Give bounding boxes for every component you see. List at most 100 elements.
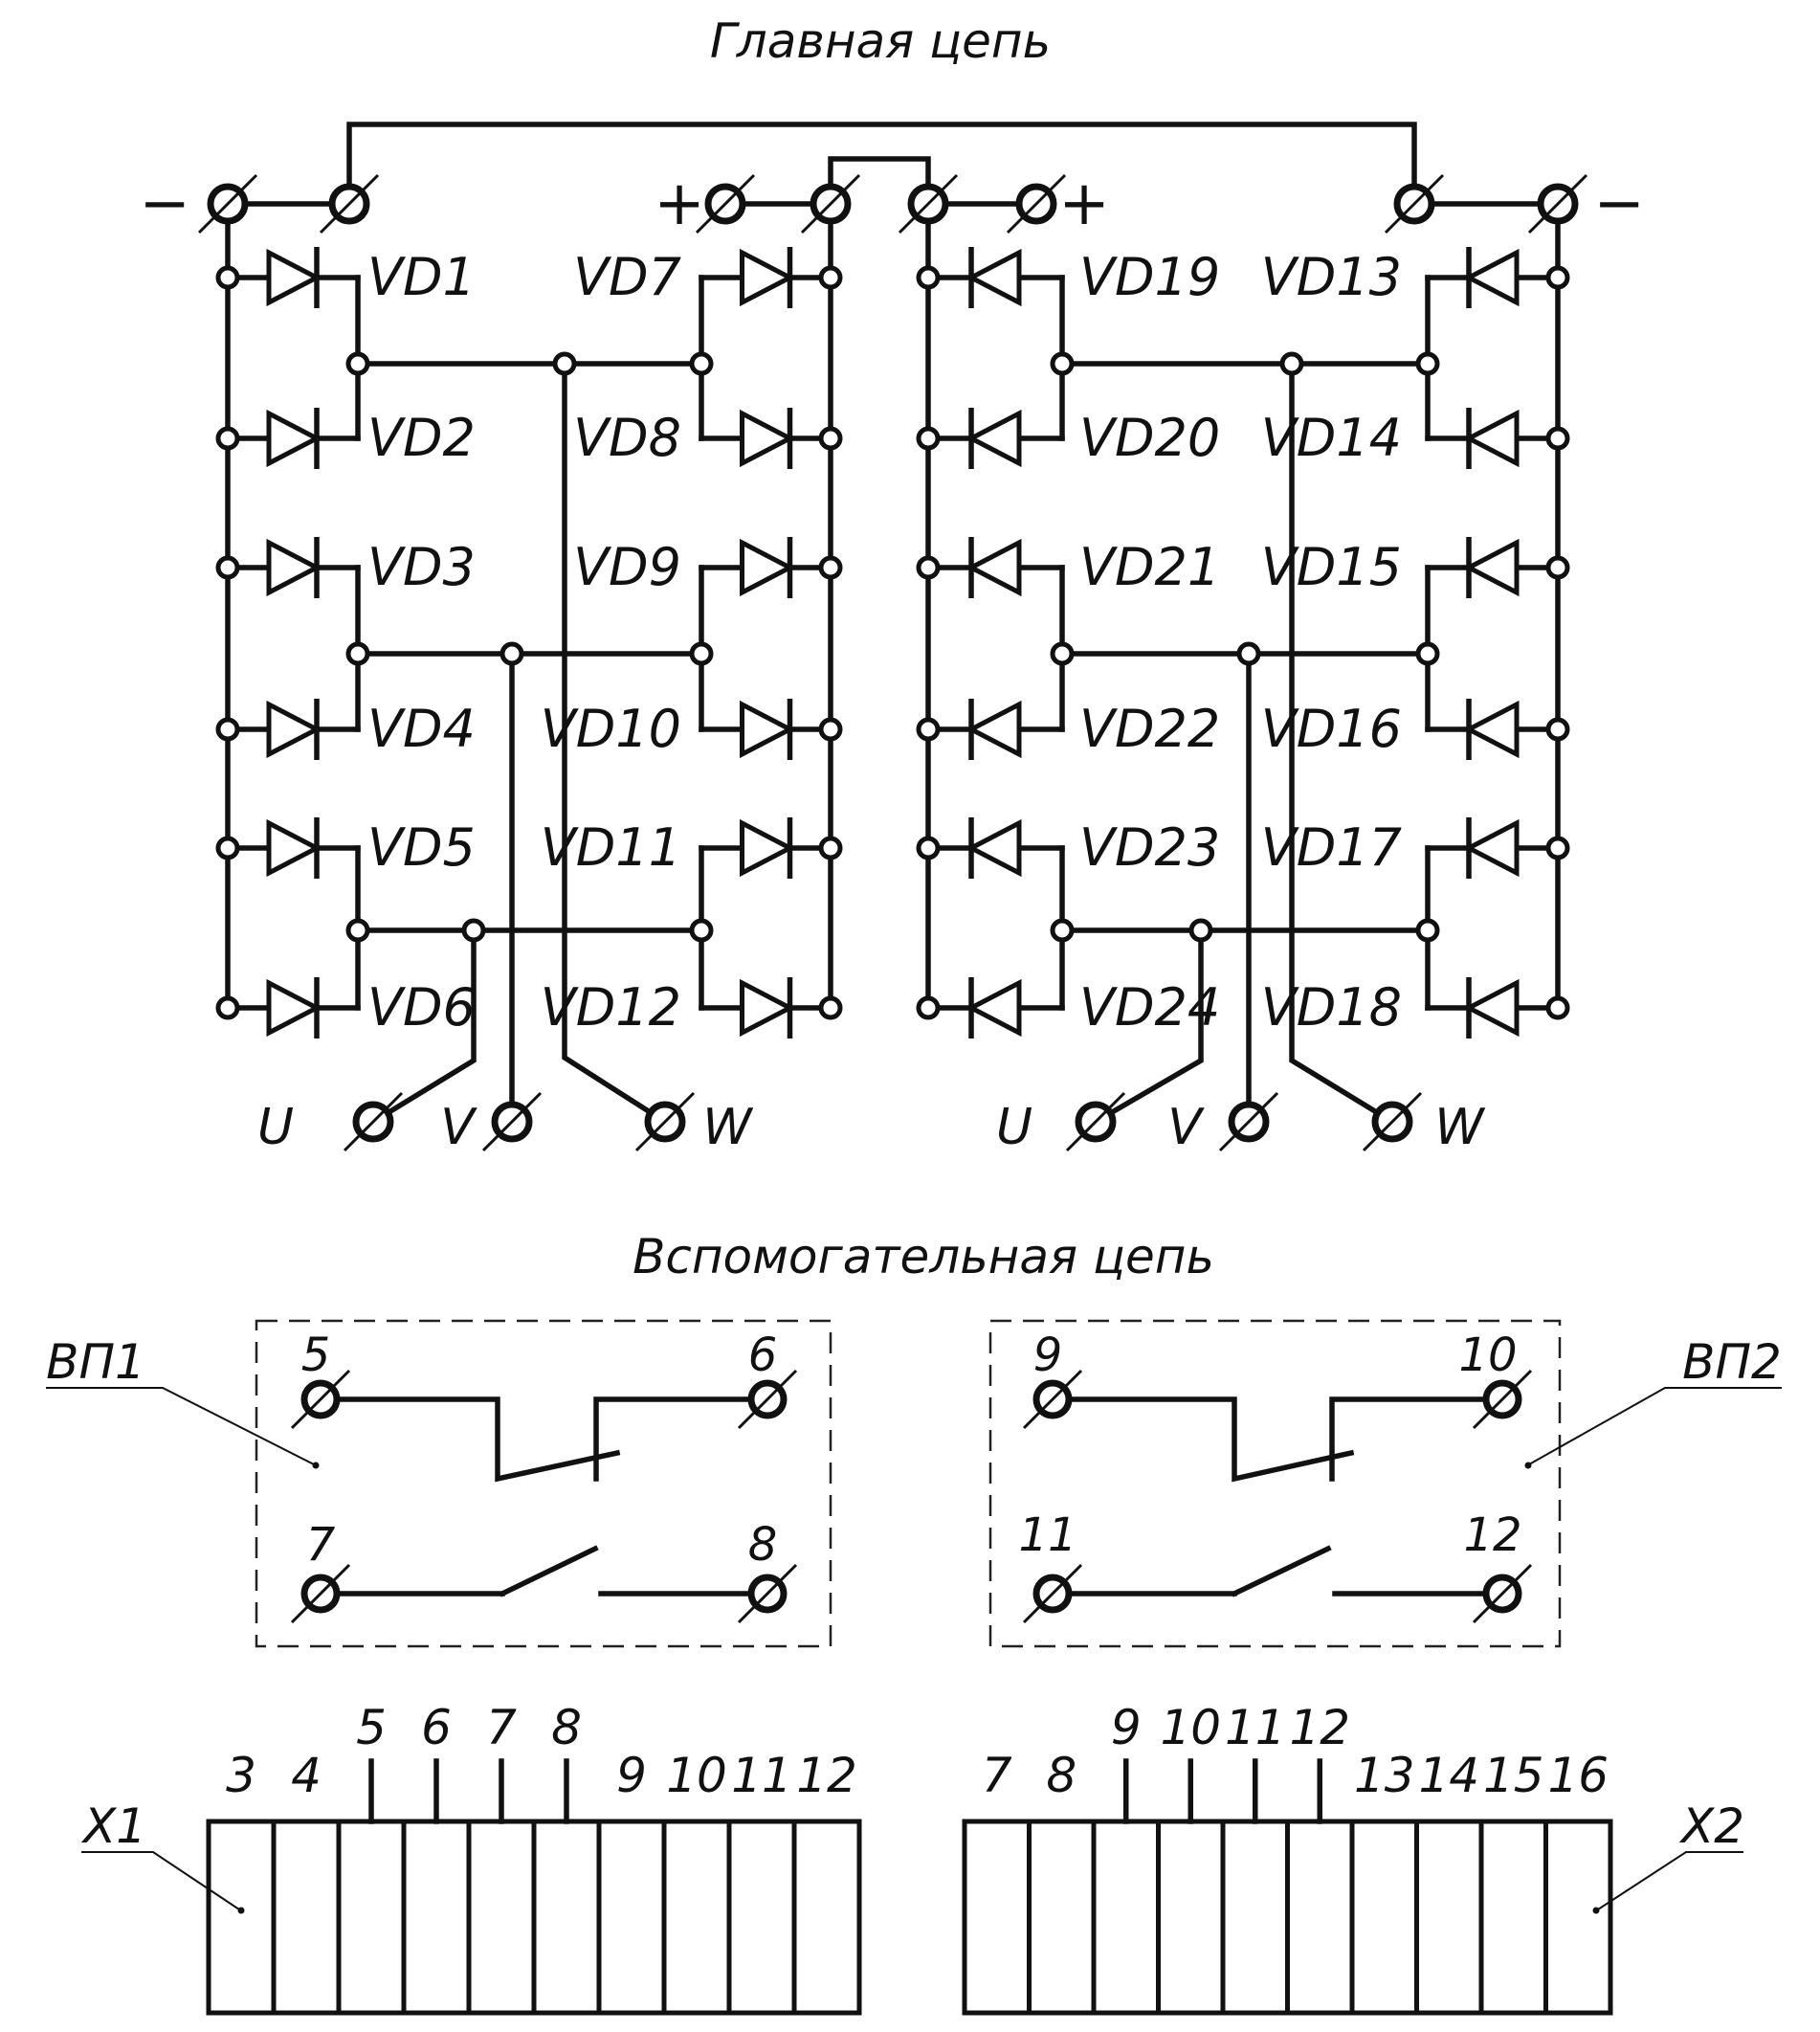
diode-vd9: VD9 [573, 537, 833, 657]
phase-node [1415, 918, 1440, 943]
phase-node [345, 641, 370, 666]
connector-pin-cell [1220, 1819, 1290, 2016]
diode-bridges: VD1VD2VD3VD4VD5VD6VD7VD8VD9VD10VD11VD12V… [225, 247, 1561, 1038]
connector-pin-label: 16 [1547, 1748, 1609, 1803]
connector-pin-cell [336, 1819, 407, 2016]
diode-label-vd24: VD24 [1079, 977, 1220, 1038]
rail-node [916, 717, 941, 742]
connector-pin-cell [401, 1819, 472, 2016]
connector-pin-label: 7 [486, 1700, 517, 1755]
diode-vd10: VD10 [541, 651, 833, 760]
switch-vp2-terminal-9: 9 [1033, 1329, 1063, 1382]
diode-vd8: VD8 [573, 361, 833, 469]
diode-vd24: VD24 [925, 927, 1220, 1038]
diode-label-vd10: VD10 [541, 699, 681, 759]
rail-node [1545, 555, 1570, 580]
diode-vd21: VD21 [925, 537, 1220, 657]
switch-vp2-label: ВП2 [1682, 1334, 1782, 1390]
rail-node [818, 836, 843, 860]
diode-label-vd12: VD12 [541, 977, 681, 1038]
diode-label-vd17: VD17 [1261, 817, 1402, 878]
diode-vd1: VD1 [225, 247, 476, 367]
diode-label-vd15: VD15 [1261, 537, 1402, 597]
diode-vd4: VD4 [225, 651, 476, 760]
phase-label-v-left: V [440, 1099, 477, 1156]
phase-label-v-right: V [1167, 1099, 1205, 1156]
rail-node [818, 426, 843, 451]
terminal-center-right-plus [1006, 173, 1067, 234]
connector-pin-cell [1478, 1819, 1548, 2016]
diode-label-vd7: VD7 [573, 247, 681, 307]
main-terminals [197, 173, 1588, 1152]
connector-pin-cell [1543, 1819, 1613, 2016]
diode-label-vd9: VD9 [573, 537, 681, 597]
terminal-left-top-link [319, 173, 380, 234]
center-left-plus-label: + [654, 168, 705, 239]
rail-node [215, 265, 240, 290]
junction-nodes [215, 265, 1570, 1020]
diode-label-vd16: VD16 [1261, 699, 1402, 759]
rail-node [215, 717, 240, 742]
switch-vp1-contact-7 [290, 1563, 351, 1624]
diode-vd6: VD6 [225, 927, 476, 1038]
switch-vp2: ВП2 9 10 11 12 [988, 1319, 1782, 1648]
rail-node [916, 555, 941, 580]
phase-node [1415, 641, 1440, 666]
diode-label-vd3: VD3 [367, 537, 476, 597]
connector-pin-label: 11 [731, 1748, 792, 1803]
terminal-phase-u-right [1065, 1091, 1126, 1152]
connector-pin-label: 9 [1111, 1700, 1142, 1755]
switch-vp1: ВП1 5 6 7 8 [46, 1319, 832, 1648]
terminal-phase-w-left [634, 1091, 696, 1152]
terminal-right-minus [1527, 173, 1588, 234]
connector-pin-label: 8 [551, 1700, 582, 1755]
diode-vd20: VD20 [925, 361, 1220, 469]
phase-tap-node [1188, 918, 1213, 943]
phase-node [689, 351, 714, 376]
rail-node [818, 717, 843, 742]
diode-vd23: VD23 [925, 817, 1220, 933]
diode-vd16: VD16 [1261, 651, 1561, 760]
main-circuit-title: Главная цепь [710, 13, 1051, 69]
connector-pin-label: 12 [796, 1748, 857, 1803]
connector-pin-label: 8 [1046, 1748, 1076, 1803]
phase-tap-node [1236, 641, 1261, 666]
switch-vp2-contact-10 [1472, 1369, 1533, 1430]
connector-pin-cell [1414, 1819, 1484, 2016]
connector-pin-label: 13 [1354, 1748, 1415, 1803]
diode-vd3: VD3 [225, 537, 476, 657]
diode-label-vd22: VD22 [1079, 699, 1220, 759]
switch-vp1-contact-5 [290, 1369, 351, 1430]
rail-node [916, 995, 941, 1020]
rail-node [215, 426, 240, 451]
rail-node [215, 836, 240, 860]
left-minus-label: − [139, 168, 190, 239]
rail-node [818, 555, 843, 580]
connector-pin-cell [1156, 1819, 1226, 2016]
switch-vp1-terminal-6: 6 [748, 1329, 778, 1382]
phase-tap-node [552, 351, 577, 376]
diode-label-vd14: VD14 [1261, 408, 1402, 468]
phase-tap-node [461, 918, 486, 943]
diode-vd19: VD19 [925, 247, 1220, 367]
terminal-left-minus [197, 173, 258, 234]
rail-node [1545, 717, 1570, 742]
connector-pin-cell [791, 1819, 862, 2016]
connector-pin-label: 12 [1289, 1700, 1350, 1755]
connector-pin-label: 10 [666, 1748, 727, 1803]
center-right-plus-label: + [1058, 168, 1110, 239]
right-minus-label: − [1593, 168, 1645, 239]
diode-label-vd23: VD23 [1079, 817, 1220, 878]
rail-node [916, 836, 941, 860]
switch-vp2-terminal-11: 11 [1018, 1508, 1076, 1562]
rail-node [215, 995, 240, 1020]
rail-node [916, 426, 941, 451]
connector-pin-label: 9 [616, 1748, 647, 1803]
diode-label-vd4: VD4 [367, 699, 476, 759]
switch-vp1-terminal-8: 8 [748, 1518, 778, 1572]
phase-label-u-left: U [257, 1099, 294, 1156]
